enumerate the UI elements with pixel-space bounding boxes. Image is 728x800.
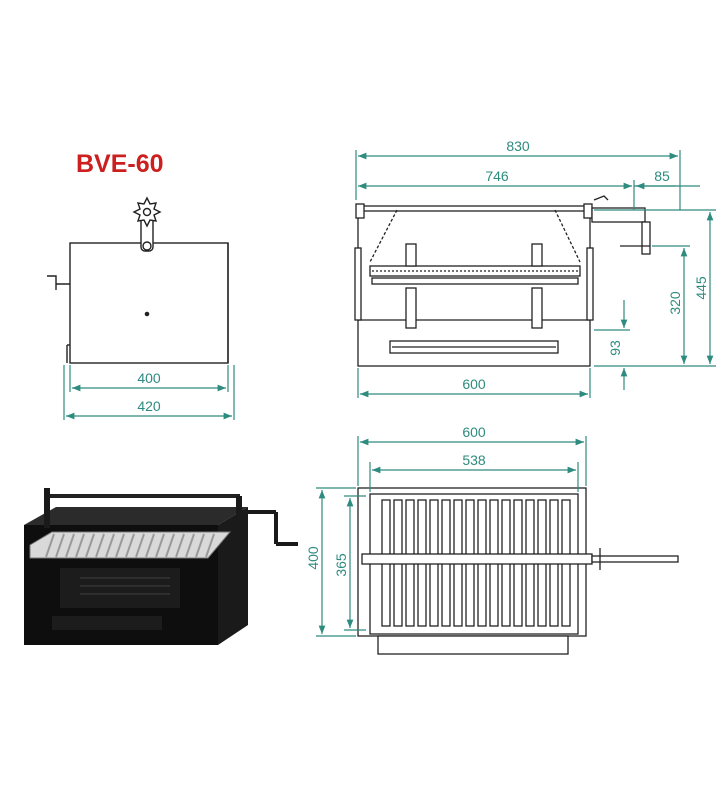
render-grate-bar [185, 533, 195, 558]
front-view [354, 195, 651, 367]
side-view-body [69, 242, 229, 364]
render-grate-bar [85, 533, 95, 558]
render-crank-handle-icon [242, 510, 298, 546]
dim-top-width-inner: 538 [462, 452, 486, 468]
dim-top-width-outer: 600 [462, 424, 486, 440]
render-grate-bar [105, 533, 115, 558]
render-grate-bar [155, 533, 165, 558]
render-grate-bar [75, 533, 85, 558]
render-grate-bar [195, 533, 205, 558]
side-hook [47, 275, 70, 290]
render-grate-bar [135, 533, 145, 558]
render-grate-bar [165, 533, 175, 558]
render-grate-bars [45, 533, 215, 558]
render-body-top [24, 507, 248, 525]
top-view [357, 487, 679, 655]
top-spit-rod [361, 553, 593, 565]
render-grate-bar [145, 533, 155, 558]
render-grate-bar [205, 533, 215, 558]
dim-side-depth-inner: 400 [137, 370, 161, 386]
dim-top-depth-inner: 365 [333, 553, 349, 577]
rotisserie-gear-icon [132, 196, 162, 252]
dim-front-crank-projection: 85 [654, 168, 670, 184]
dim-front-height-spit: 320 [667, 291, 683, 315]
dim-front-width-base: 600 [462, 376, 486, 392]
render-body-right [218, 507, 248, 645]
side-view [47, 196, 229, 364]
dim-side-depth-outer: 420 [137, 398, 161, 414]
dim-front-width-body: 746 [485, 168, 509, 184]
dim-top-depth-outer: 400 [305, 546, 321, 570]
render-spit-bar [44, 494, 240, 498]
front-motor-shaft [591, 207, 646, 223]
render-grate-bar [115, 533, 125, 558]
front-grate [369, 265, 581, 277]
dim-front-height-drawer: 93 [607, 340, 623, 356]
product-render [24, 488, 298, 645]
dim-front-height-overall: 445 [693, 276, 709, 300]
render-grate-bar [95, 533, 105, 558]
render-grate-bar [45, 533, 55, 558]
side-view-dimensions [63, 365, 235, 420]
model-title: BVE-60 [76, 150, 164, 178]
front-view-dimensions [355, 150, 716, 398]
top-view-dimensions [316, 436, 587, 637]
render-grate-bar [175, 533, 185, 558]
render-grate-bar [55, 533, 65, 558]
render-grate-bar [125, 533, 135, 558]
dim-front-width-overall: 830 [506, 138, 530, 154]
crank-handle-icon [641, 221, 651, 255]
front-spit-bar [361, 205, 589, 212]
render-grate-bar [65, 533, 75, 558]
